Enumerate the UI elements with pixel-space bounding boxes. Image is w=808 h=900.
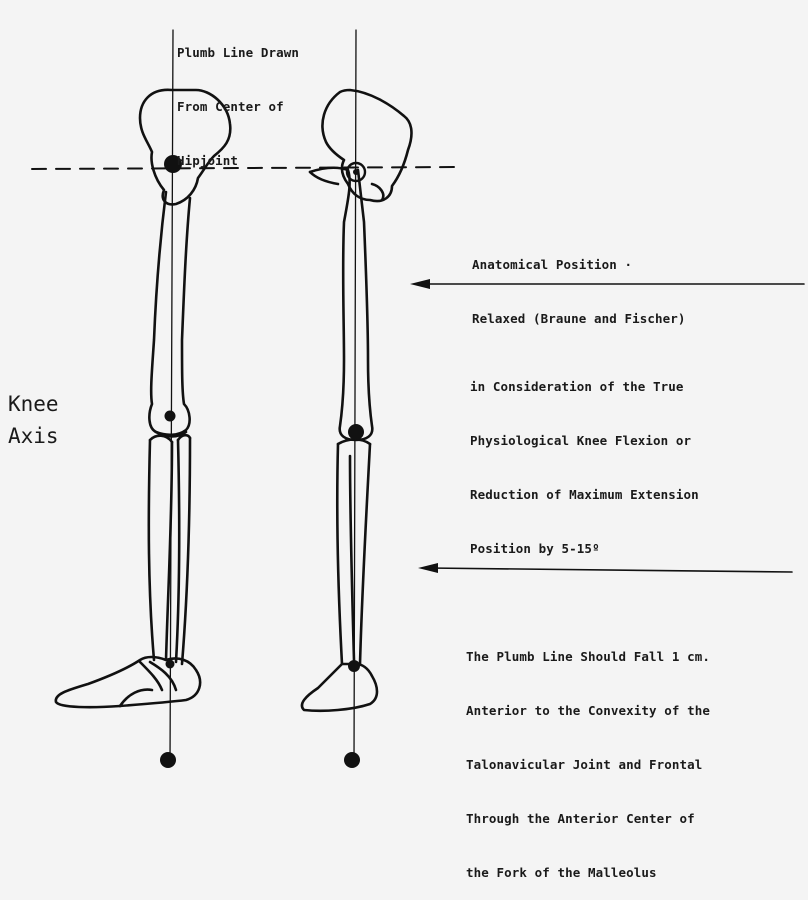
- front-fibula: [176, 438, 190, 664]
- side-plumb-weight: [344, 752, 360, 768]
- anatomical-position-label: Anatomical Position · Relaxed (Braune an…: [472, 220, 686, 346]
- side-femur: [310, 168, 372, 440]
- side-view-leg: [302, 90, 412, 711]
- side-ankle-joint-dot: [348, 660, 360, 672]
- consideration-label: in Consideration of the True Physiologic…: [470, 342, 699, 576]
- front-plumb-weight: [160, 752, 176, 768]
- knee-axis-label: Knee Axis: [8, 388, 59, 452]
- front-knee-joint-dot: [165, 411, 176, 422]
- front-foot: [56, 657, 200, 707]
- anatomical-position-arrowhead: [410, 279, 430, 289]
- side-fibula: [350, 456, 354, 660]
- front-femur: [149, 192, 190, 435]
- side-knee-joint-dot: [348, 424, 364, 440]
- plumb-line-fall-label: The Plumb Line Should Fall 1 cm. Anterio…: [466, 612, 710, 900]
- side-foot: [302, 664, 377, 711]
- front-plumb-line: [170, 30, 173, 764]
- front-tibia: [149, 440, 172, 660]
- front-ankle-joint-dot: [166, 660, 175, 669]
- consideration-arrowhead: [418, 563, 438, 573]
- plumb-line-title: Plumb Line Drawn From Center of Hipjoint: [177, 8, 299, 188]
